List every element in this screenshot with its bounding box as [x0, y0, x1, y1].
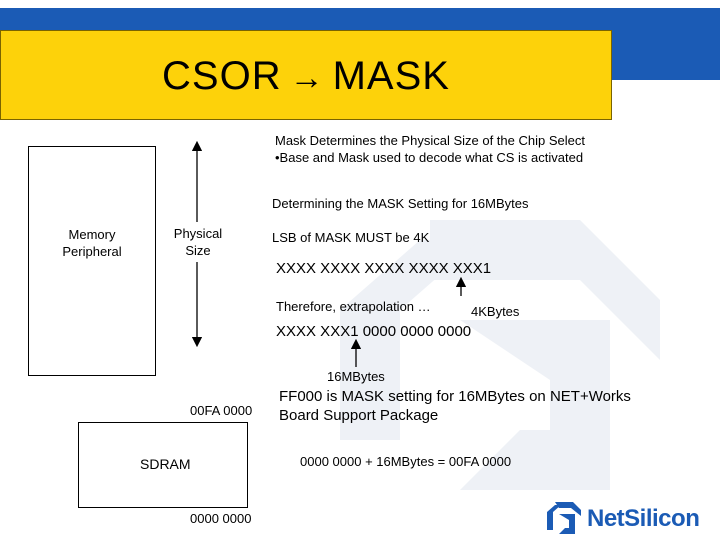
description-line-1: Mask Determines the Physical Size of the…	[275, 133, 585, 148]
arrow-right-icon: →	[289, 59, 325, 97]
sdram-block	[78, 422, 248, 508]
bits-16m: XXXX XXX1 0000 0000 0000	[276, 323, 472, 340]
description-line-2: •Base and Mask used to decode what CS is…	[275, 150, 584, 165]
sum-equation: 0000 0000 + 16MBytes = 00FA 0000	[300, 454, 512, 469]
physical-line-1: Physical	[173, 226, 223, 241]
title-right: MASK	[332, 54, 450, 98]
label-4k: 4KBytes	[471, 304, 520, 319]
title-box	[0, 30, 612, 120]
slide-title: CSOR→MASK	[0, 52, 612, 102]
physical-line-2: Size	[185, 243, 211, 258]
logo-wordmark: NetSilicon	[587, 505, 700, 532]
memory-peripheral-label: Memory Peripheral	[40, 226, 144, 260]
bits-4k: XXXX XXXX XXXX XXXX XXX1	[276, 260, 492, 277]
physical-size-label: Physical Size	[160, 225, 236, 259]
sdram-label: SDRAM	[140, 456, 191, 472]
extrapolation-text: Therefore, extrapolation …	[276, 299, 431, 314]
title-left: CSOR	[162, 54, 282, 98]
mask-heading: Determining the MASK Setting for 16MByte…	[272, 196, 529, 211]
result-line-2: Board Support Package	[279, 407, 439, 424]
netsilicon-logo: NetSilicon	[545, 500, 720, 536]
label-16m: 16MBytes	[327, 369, 385, 384]
memory-label-line-1: Memory	[68, 227, 116, 242]
top-address: 00FA 0000	[190, 403, 253, 418]
result-line-1: FF000 is MASK setting for 16MBytes on NE…	[279, 388, 631, 405]
netsilicon-logo-icon	[547, 502, 581, 534]
memory-peripheral-block	[28, 146, 156, 376]
base-address: 0000 0000	[190, 511, 252, 526]
lsb-rule: LSB of MASK MUST be 4K	[272, 230, 430, 245]
watermark-logo-icon	[340, 220, 660, 490]
memory-label-line-2: Peripheral	[62, 244, 122, 259]
